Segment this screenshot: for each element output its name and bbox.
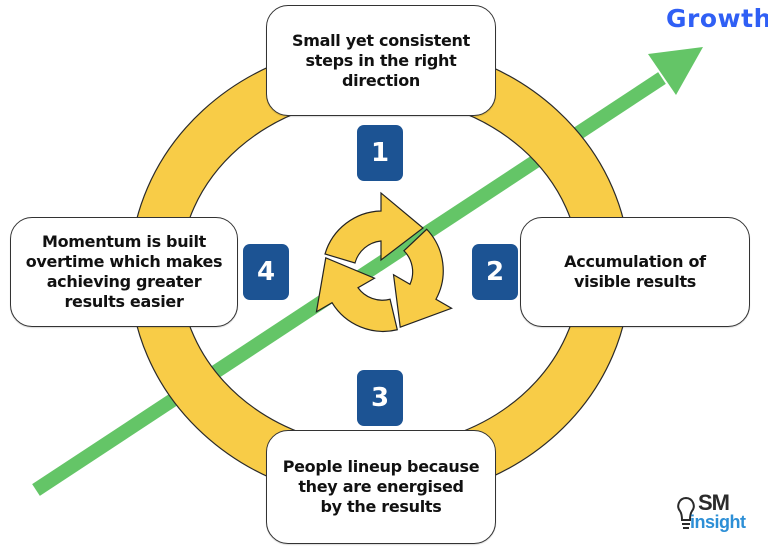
step-4-box: Momentum is built overtime which makes a… [10, 217, 238, 327]
logo-insight-text: insight [690, 512, 746, 532]
sm-insight-logo: SM insight [676, 490, 766, 540]
step-2-badge: 2 [472, 244, 518, 300]
step-1-badge: 1 [357, 125, 403, 181]
step-1-box: Small yet consistent steps in the right … [266, 5, 496, 116]
growth-label: Growth [666, 4, 768, 33]
cycle-arrow-3 [315, 257, 398, 332]
cycle-arrow-2 [392, 228, 453, 328]
step-4-text: Momentum is built overtime which makes a… [25, 232, 223, 311]
step-3-badge: 3 [357, 370, 403, 426]
lightbulb-icon [677, 496, 695, 529]
step-2-text: Accumulation of visible results [564, 252, 706, 291]
step-3-text: People lineup because they are energised… [282, 457, 480, 516]
step-3-box: People lineup because they are energised… [266, 430, 496, 544]
cycle-arrow-1 [324, 191, 424, 264]
step-4-badge: 4 [243, 244, 289, 300]
step-2-box: Accumulation of visible results [520, 217, 750, 327]
cycle-arrows-icon [315, 191, 453, 332]
growth-arrow-head [648, 47, 703, 95]
logo-sm-text: SM [698, 490, 730, 515]
step-1-text: Small yet consistent steps in the right … [292, 30, 470, 90]
